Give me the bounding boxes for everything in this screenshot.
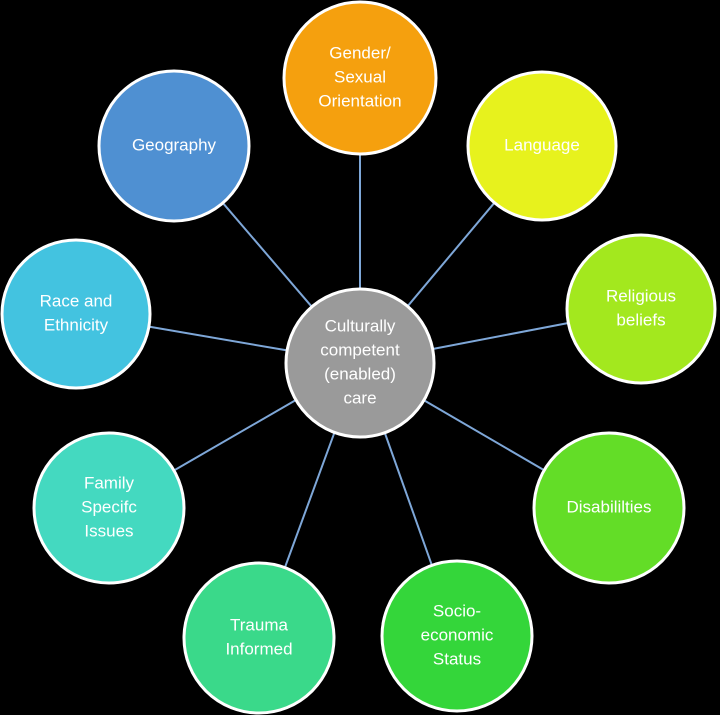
node-geography-label-line: Geography <box>132 135 217 154</box>
node-trauma-informed-label-line: Trauma <box>230 615 288 634</box>
node-language: Language <box>466 70 618 222</box>
center-label-line: competent <box>320 340 400 359</box>
node-circle-family-specific-issues <box>32 431 186 585</box>
connector-family-specific-issues <box>173 399 297 472</box>
node-gender-sexual-orientation-label-line: Orientation <box>318 91 401 110</box>
center-node: Culturally competent (enabled) care <box>284 287 436 439</box>
node-religious-beliefs-label-line: Religious <box>606 286 676 305</box>
node-gender-sexual-orientation-label-line: Gender/ <box>329 43 391 62</box>
node-circle-disabilities <box>532 431 686 585</box>
node-socio-economic-status-label-line: economic <box>421 625 494 644</box>
node-race-and-ethnicity-label-line: Race and <box>40 291 113 310</box>
node-circle-gender-sexual-orientation <box>282 0 438 156</box>
connectors <box>148 154 569 568</box>
connector-trauma-informed <box>283 432 336 568</box>
node-circle-socio-economic-status <box>380 559 534 713</box>
center-label-line: Culturally <box>325 316 396 335</box>
center-label-line: (enabled) <box>324 364 396 383</box>
node-circle-geography <box>97 69 251 223</box>
node-socio-economic-status-label-line: Status <box>433 649 481 668</box>
connector-race-and-ethnicity <box>148 325 288 352</box>
node-circle-trauma-informed <box>182 561 336 715</box>
node-family-specific-issues-label-line: Family <box>84 473 135 492</box>
node-religious-beliefs: Religious beliefs <box>565 233 717 385</box>
connector-socio-economic-status <box>383 432 433 566</box>
node-family-specific-issues-label-line: Issues <box>84 521 133 540</box>
node-circle-race-and-ethnicity <box>0 238 152 390</box>
center-circle <box>284 287 436 439</box>
node-family-specific-issues-label-line: Specifc <box>81 497 137 516</box>
connector-religious-beliefs <box>432 321 569 351</box>
node-disabilities: Disabililties <box>532 431 686 585</box>
center-label-line: care <box>343 388 376 407</box>
node-socio-economic-status-label-line: Socio- <box>433 601 481 620</box>
connector-disabilities <box>423 399 545 472</box>
connector-language <box>406 202 496 307</box>
connector-geography <box>222 202 313 308</box>
node-circle-religious-beliefs <box>565 233 717 385</box>
node-trauma-informed-label-line: Informed <box>225 639 292 658</box>
node-religious-beliefs-label-line: beliefs <box>616 310 665 329</box>
node-disabilities-label-line: Disabililties <box>566 497 651 516</box>
node-race-and-ethnicity-label-line: Ethnicity <box>44 315 109 334</box>
node-geography: Geography <box>97 69 251 223</box>
node-circle-language <box>466 70 618 222</box>
node-language-label-line: Language <box>504 135 580 154</box>
node-gender-sexual-orientation-label-line: Sexual <box>334 67 386 86</box>
